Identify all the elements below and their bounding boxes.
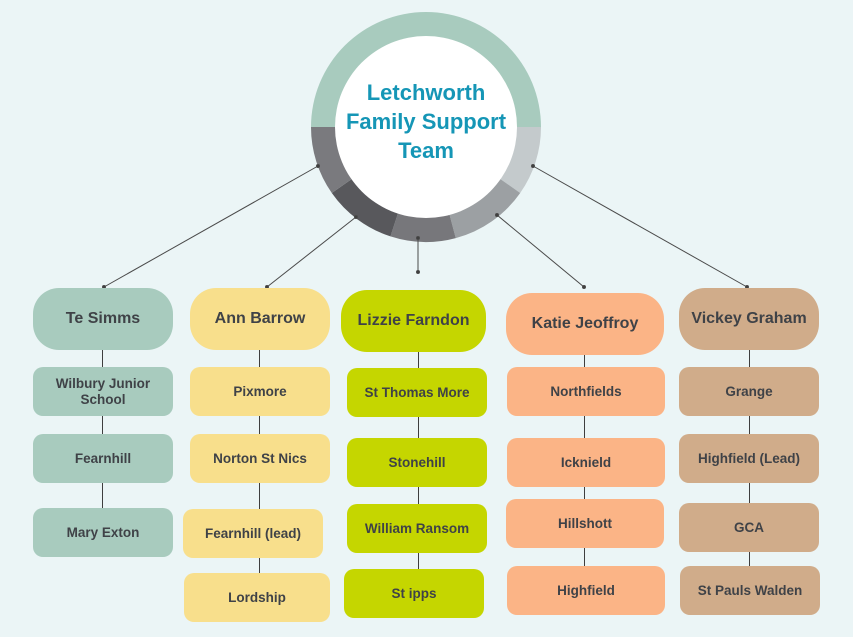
school-name: Icknield [560,454,612,470]
school-name: Mary Exton [66,524,140,540]
person-name: Te Simms [65,310,141,327]
school-name: Grange [725,383,773,399]
school-box[interactable]: Mary Exton [33,508,173,557]
school-box[interactable]: Icknield [507,438,665,487]
ring-segment-bottom [390,212,456,242]
school-box[interactable]: St Thomas More [347,368,487,417]
person-name: Vickey Graham [691,310,807,327]
school-box[interactable]: Fearnhill [33,434,173,483]
school-name: St Pauls Walden [697,582,803,598]
school-box[interactable]: Grange [679,367,819,416]
school-name: Fearnhill (lead) [204,525,302,541]
column-line-te-simms [102,350,103,510]
school-box[interactable]: Hillshott [506,499,664,548]
school-name: Fearnhill [74,450,132,466]
school-box[interactable]: St ipps [344,569,484,618]
school-name: Northfields [550,383,622,399]
school-box[interactable]: Norton St Nics [190,434,330,483]
school-name: Hillshott [558,515,612,531]
ring-segment-right-lower [449,178,521,239]
person-ann-barrow[interactable]: Ann Barrow [190,288,330,350]
person-name: Katie Jeoffroy [531,315,639,332]
school-name: Norton St Nics [213,450,307,466]
hub-title: Letchworth Family Support Team [330,78,522,165]
ring-segment-right-upper [499,127,541,193]
school-box[interactable]: William Ransom [347,504,487,553]
hub-title-line-3: Team [398,138,454,163]
school-name: St ipps [391,585,437,601]
school-box[interactable]: Fearnhill (lead) [183,509,323,558]
school-box[interactable]: Highfield [507,566,665,615]
school-box[interactable]: Stonehill [347,438,487,487]
school-name: Wilbury Junior School [55,375,151,407]
ring-segment-left-lower [331,178,399,237]
school-box[interactable]: GCA [679,503,819,552]
school-name: Highfield [557,582,615,598]
school-box[interactable]: St Pauls Walden [680,566,820,615]
school-name: William Ransom [364,520,470,536]
hub-title-line-2: Family Support [345,109,507,134]
school-box[interactable]: Pixmore [190,367,330,416]
person-vickey-graham[interactable]: Vickey Graham [679,288,819,350]
school-box[interactable]: Highfield (Lead) [679,434,819,483]
school-box[interactable]: Northfields [507,367,665,416]
school-name: Highfield (Lead) [698,450,800,466]
person-lizzie-farndon[interactable]: Lizzie Farndon [341,290,486,352]
person-name: Lizzie Farndon [357,312,470,329]
school-name: Lordship [228,589,286,605]
ring-segment-top [311,12,541,127]
school-box[interactable]: Wilbury Junior School [33,367,173,416]
ring-segment-left-upper [311,127,353,193]
school-name: GCA [734,519,764,535]
school-name: St Thomas More [364,384,470,400]
school-name: Pixmore [233,383,287,399]
hub-title-line-1: Letchworth [366,80,486,105]
person-te-simms[interactable]: Te Simms [33,288,173,350]
school-name: Stonehill [388,454,446,470]
person-katie-jeoffroy[interactable]: Katie Jeoffroy [506,293,664,355]
hub-inner-circle [335,36,517,218]
person-name: Ann Barrow [214,310,306,327]
school-box[interactable]: Lordship [184,573,330,622]
